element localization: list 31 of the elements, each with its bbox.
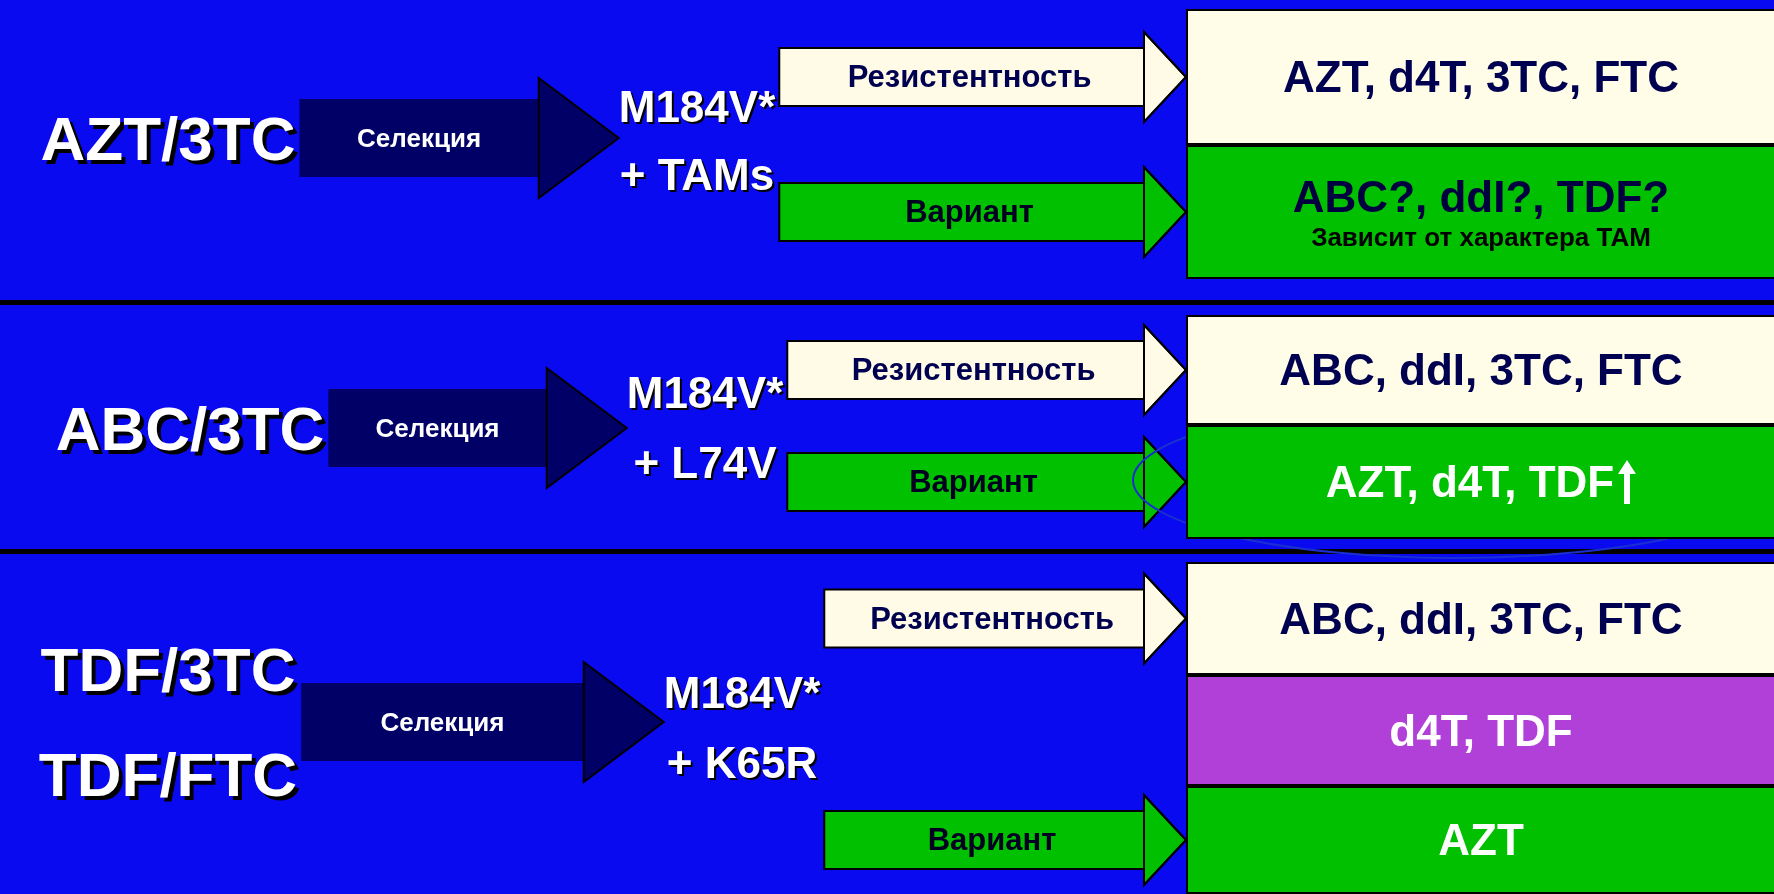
edge-label: Вариант [905,194,1034,230]
result-box [1186,675,1774,786]
note-text: Зависит от характера TAM [1311,221,1651,253]
drug-list: AZT, d4T, 3TC, FTC [1283,52,1679,102]
result-box [1186,145,1774,279]
drug-list: AZT, d4T, TDF [1325,457,1615,507]
edge-label: Резистентность [851,352,1096,388]
mutation-label: M184V* + K65R [663,658,821,798]
result-box [1186,786,1774,894]
regimen-label: TDF/FTC [38,739,298,811]
edge-label: Селекция [380,706,505,738]
mutation-label: M184V* + TAMs [618,73,776,209]
edge-label: Вариант [927,822,1057,858]
regimen-label: AZT/3TC [40,102,296,174]
drug-list: ABC, ddI, 3TC, FTC [1279,593,1683,644]
edge-label: Селекция [375,412,500,444]
result-box [1186,315,1774,425]
regimen-label: TDF/3TC [39,634,297,706]
drug-list: ABC, ddI, 3TC, FTC [1279,345,1683,395]
result-box [1186,562,1774,675]
regimen-label: ABC/3TC [55,392,325,464]
edge-label: Селекция [357,122,482,154]
edge-label: Резистентность [870,600,1115,637]
result-box [1186,425,1774,539]
result-box [1186,9,1774,145]
drug-list: ABC?, ddI?, TDF? [1292,171,1670,222]
drug-list: AZT [1438,815,1524,865]
edge-label: Резистентность [847,59,1092,95]
mutation-label: M184V* + L74V [626,358,784,498]
edge-label: Вариант [909,464,1038,500]
drug-list: d4T, TDF [1389,705,1573,756]
